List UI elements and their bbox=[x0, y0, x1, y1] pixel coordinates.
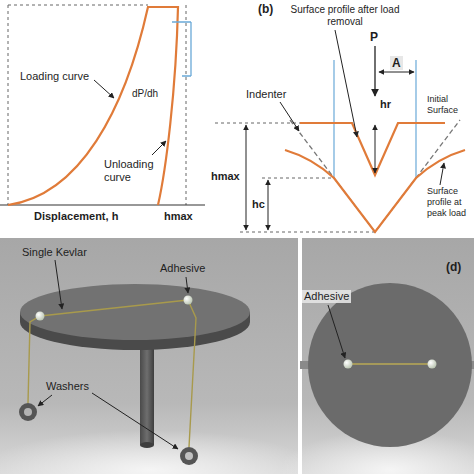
figure-label: P bbox=[370, 30, 378, 44]
figure-label: hmax bbox=[164, 210, 193, 223]
figure-label: hc bbox=[252, 198, 265, 211]
indentation-profile-part bbox=[215, 123, 300, 124]
kevlar-setup-3d-part bbox=[38, 395, 52, 406]
kevlar-setup-3d-part bbox=[28, 316, 40, 403]
figure-label: (d) bbox=[446, 260, 461, 274]
load-displacement-plot-part bbox=[8, 5, 148, 6]
kevlar-setup-3d-part bbox=[20, 284, 250, 340]
indentation-profile-part bbox=[379, 72, 414, 73]
load-displacement-plot bbox=[0, 5, 205, 205]
load-displacement-plot-part bbox=[152, 141, 166, 155]
load-displacement-plot-part bbox=[0, 204, 205, 205]
indentation-profile-part bbox=[440, 163, 444, 185]
figure-label: Surface profile at peak load bbox=[427, 186, 471, 218]
kevlar-setup-3d-part bbox=[24, 408, 32, 416]
kevlar-setup-3d-part bbox=[140, 442, 154, 448]
kevlar-setup-3d bbox=[0, 238, 320, 474]
indentation-profile-part bbox=[240, 232, 375, 233]
indentation-profile-part bbox=[268, 180, 269, 230]
indentation-profile-part bbox=[375, 125, 376, 173]
kevlar-setup-top bbox=[280, 238, 474, 474]
load-displacement-plot-part bbox=[172, 22, 191, 76]
indentation-profile-part bbox=[415, 60, 416, 178]
figure-label: Initial Surface bbox=[427, 94, 471, 116]
figure-label: Surface profile after load removal bbox=[290, 4, 400, 28]
kevlar-setup-3d-part bbox=[36, 312, 45, 321]
load-displacement-plot-part bbox=[94, 80, 114, 98]
figure-label: A bbox=[390, 56, 403, 70]
figure-label: Indenter bbox=[246, 88, 286, 101]
figure-label: Adhesive bbox=[160, 262, 205, 275]
kevlar-setup-top-part bbox=[328, 305, 345, 358]
figure-label: Single Kevlar bbox=[22, 246, 87, 259]
kevlar-setup-top-part bbox=[348, 363, 432, 365]
figure-label: Washers bbox=[46, 380, 89, 393]
kevlar-setup-top-part bbox=[308, 283, 472, 447]
kevlar-setup-3d-part bbox=[55, 260, 62, 309]
figure-label: Loading curve bbox=[20, 70, 89, 83]
figure-label: hmax bbox=[211, 170, 240, 183]
figure-label: Unloading curve bbox=[104, 158, 162, 184]
indentation-profile-part bbox=[262, 178, 334, 179]
figure-label: hr bbox=[380, 98, 391, 111]
kevlar-setup-3d-part bbox=[180, 447, 198, 465]
kevlar-setup-top-part bbox=[344, 360, 353, 369]
kevlar-setup-3d-part bbox=[188, 300, 196, 447]
load-displacement-plot-part bbox=[186, 5, 187, 205]
indentation-profile-part bbox=[335, 30, 357, 137]
figure-label: dP/dh bbox=[132, 88, 158, 100]
load-displacement-plot-part bbox=[8, 5, 9, 205]
kevlar-setup-3d-part bbox=[186, 277, 188, 293]
kevlar-setup-top-part bbox=[428, 360, 437, 369]
figure-label: Displacement, h bbox=[34, 210, 118, 223]
figure-label: (b) bbox=[258, 2, 273, 16]
kevlar-setup-3d-part bbox=[185, 452, 193, 460]
kevlar-setup-3d-part bbox=[0, 430, 320, 474]
indentation-profile-part bbox=[246, 125, 247, 230]
indentation-profile-part bbox=[374, 46, 375, 96]
indentation-profile-part bbox=[333, 60, 334, 178]
kevlar-setup-3d-part bbox=[184, 296, 193, 305]
indentation-profile-part bbox=[280, 102, 299, 131]
kevlar-setup-3d-part bbox=[19, 403, 37, 421]
load-displacement-plot-part bbox=[8, 7, 178, 205]
figure-label: Adhesive bbox=[302, 290, 351, 303]
kevlar-setup-3d-part bbox=[92, 393, 178, 449]
